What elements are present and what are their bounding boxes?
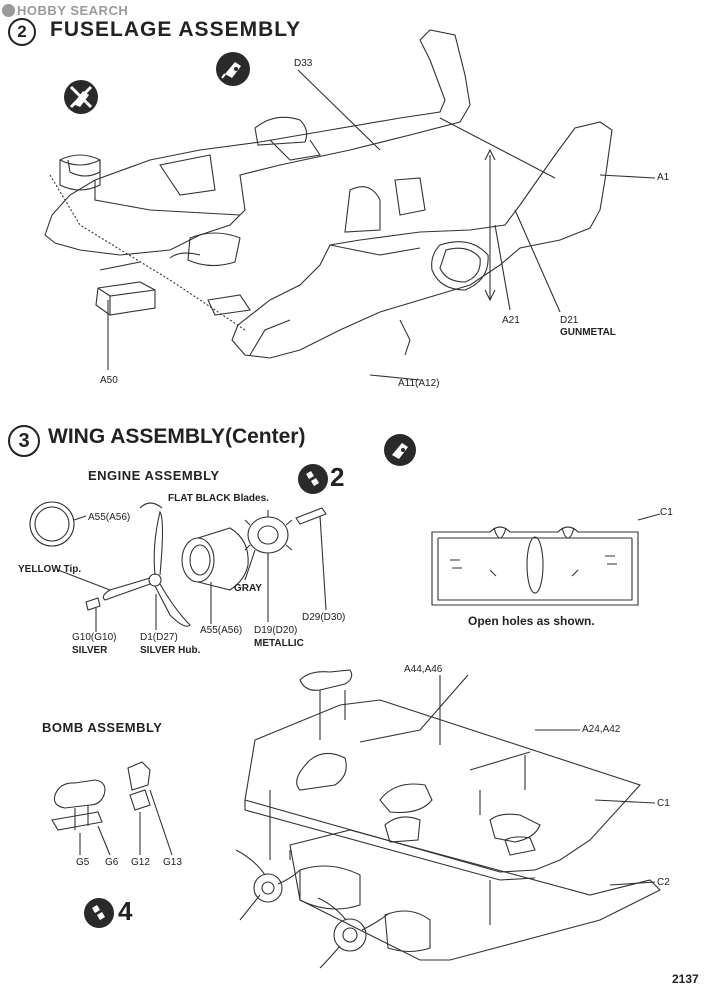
label-a21: A21 xyxy=(502,315,520,326)
repeat-twice-icon xyxy=(298,464,328,494)
label-g12: G12 xyxy=(131,857,150,868)
label-silver: SILVER xyxy=(72,645,108,656)
label-g5: G5 xyxy=(76,857,90,868)
repeat-count-4: 4 xyxy=(118,896,133,926)
label-c2: C2 xyxy=(657,877,670,888)
label-c1-bottom: C1 xyxy=(657,798,670,809)
repeat-count: 2 xyxy=(330,462,345,492)
label-g13: G13 xyxy=(163,857,182,868)
label-a1: A1 xyxy=(657,172,670,183)
label-a55-top: A55(A56) xyxy=(88,512,131,523)
label-g10: G10(G10) xyxy=(72,632,117,643)
label-gray: GRAY xyxy=(234,583,262,594)
label-yellow-tip: YELLOW Tip. xyxy=(18,564,82,575)
label-a44: A44,A46 xyxy=(404,664,443,675)
engine-assembly-heading: ENGINE ASSEMBLY xyxy=(88,468,220,483)
bomb-assembly-heading: BOMB ASSEMBLY xyxy=(42,720,163,735)
label-d21: D21 xyxy=(560,315,579,326)
label-flat-black: FLAT BLACK Blades. xyxy=(168,493,269,504)
label-gunmetal: GUNMETAL xyxy=(560,327,616,338)
step-3-number: 3 xyxy=(8,425,40,457)
page-number: 2137 xyxy=(672,972,699,986)
label-g6: G6 xyxy=(105,857,119,868)
label-d29: D29(D30) xyxy=(302,612,346,623)
label-d19: D19(D20) xyxy=(254,625,298,636)
hobby-search-logo-icon xyxy=(2,4,15,17)
glue-icon xyxy=(384,434,416,466)
label-metallic: METALLIC xyxy=(254,638,304,649)
glue-icon xyxy=(216,52,250,86)
label-a24: A24,A42 xyxy=(582,724,621,735)
label-a55-bottom: A55(A56) xyxy=(200,625,243,636)
repeat-four-times-icon xyxy=(84,898,114,928)
label-a11: A11(A12) xyxy=(398,378,440,389)
label-c1-top: C1 xyxy=(660,507,673,518)
watermark: HOBBY SEARCH xyxy=(2,3,128,18)
label-d33: D33 xyxy=(294,58,313,69)
step-3-title: WING ASSEMBLY(Center) xyxy=(48,425,306,448)
label-a50: A50 xyxy=(100,375,118,386)
open-holes-instruction: Open holes as shown. xyxy=(468,614,595,628)
step-2-title: FUSELAGE ASSEMBLY xyxy=(50,18,302,41)
step-2-number: 2 xyxy=(8,18,36,46)
do-not-glue-icon xyxy=(64,80,98,114)
label-silver-hub: SILVER Hub. xyxy=(140,645,201,656)
label-d1: D1(D27) xyxy=(140,632,178,643)
